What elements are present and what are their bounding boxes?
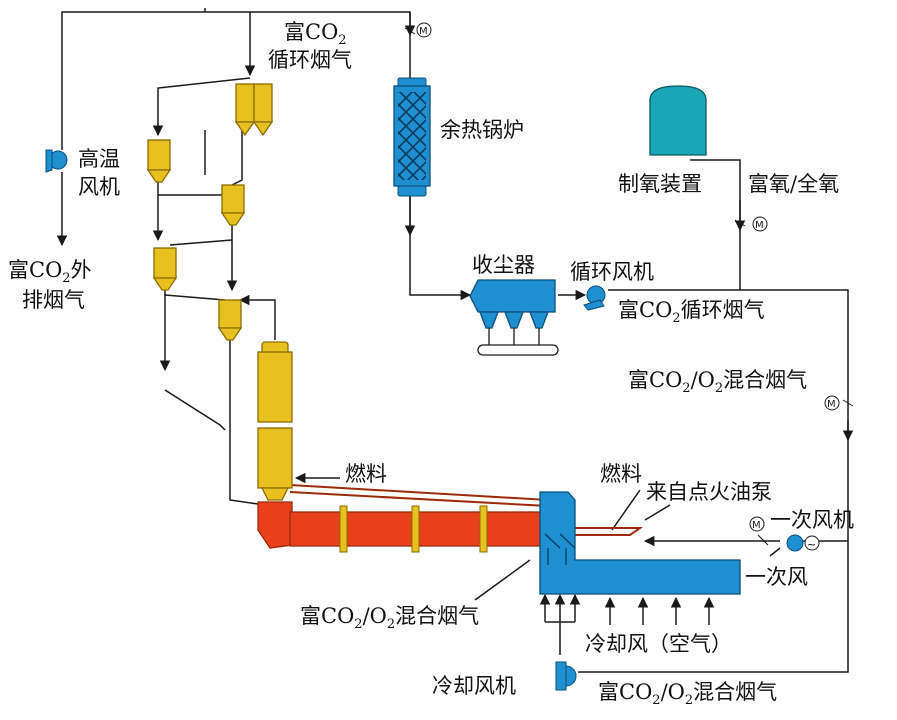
label-fuel-kiln: 燃料: [600, 462, 642, 486]
label-ignition-pump: 来自点火油泵: [646, 480, 772, 504]
kiln-tyre-1: [339, 505, 348, 553]
label-cooling-fan: 冷却风机: [432, 674, 516, 698]
cyclone-c5: [217, 299, 243, 341]
right-recycle-loop: [578, 289, 849, 673]
svg-text:~: ~: [807, 538, 816, 551]
label-oxygen-plant: 制氧装置: [618, 172, 702, 196]
cyclone-c1: [234, 83, 274, 137]
svg-text:M: M: [755, 220, 764, 231]
label-recycle-fan: 循环风机: [570, 260, 654, 284]
cyclone-c4: [152, 247, 178, 291]
fan-icon: [555, 661, 577, 691]
motor-icon: M: [824, 395, 854, 411]
calciner: [257, 341, 293, 501]
cyclone-c3: [220, 184, 246, 226]
label-fuel-calciner: 燃料: [345, 462, 387, 486]
boiler-to-dust-arrow: [409, 195, 472, 301]
label-dust-collector: 收尘器: [472, 253, 535, 277]
label-waste-heat-boiler: 余热锅炉: [440, 118, 524, 142]
rotary-kiln: [257, 501, 543, 553]
label-hot-fan: 高温风机: [78, 147, 120, 199]
motor-icon: M: [404, 22, 432, 38]
top-recycle-line: [61, 11, 411, 150]
kiln-inlet-chamber: [257, 501, 293, 549]
label-mixed-flue-right: 富CO2/O2混合烟气: [628, 368, 808, 397]
motor-icon: M: [734, 216, 768, 232]
fan-icon: [583, 285, 606, 311]
mixed-flue-leader: [474, 559, 531, 601]
svg-text:M: M: [827, 399, 836, 410]
cyclone-c2: [146, 139, 172, 183]
oxygen-line: [690, 159, 741, 290]
fuel-lines: [289, 484, 644, 536]
svg-text:M: M: [752, 520, 761, 531]
calciner-fuel-pipe: [289, 484, 549, 501]
fan-icon: [45, 149, 68, 173]
label-cooling-air: 冷却风（空气）: [585, 632, 732, 656]
label-rich-exhaust-2: 排烟气: [22, 288, 85, 312]
svg-text:M: M: [419, 26, 428, 37]
kiln-tyre-3: [479, 505, 488, 553]
label-rich-recycle-mid: 富CO2循环烟气: [618, 298, 765, 327]
motor-icon: M: [749, 516, 769, 546]
flow-lines: [56, 8, 854, 673]
kiln-tyre-2: [411, 505, 420, 553]
label-primary-air: 一次风: [745, 565, 808, 589]
label-mixed-flue-cooler: 富CO2/O2混合烟气: [300, 604, 480, 633]
preheater-tower: [146, 83, 293, 501]
label-mixed-flue-bottom: 富CO2/O2混合烟气: [598, 680, 778, 709]
clinker-cooler: [539, 491, 741, 595]
dust-collector: [469, 279, 559, 356]
waste-heat-boiler: [393, 77, 431, 197]
label-rich-oxygen: 富氧/全氧: [748, 172, 840, 196]
label-rich-recycle-top-1: 富CO2: [284, 20, 347, 49]
fuel-kiln-leader: [611, 489, 641, 531]
label-rich-exhaust-1: 富CO2外: [8, 258, 92, 287]
label-primary-fan: 一次风机: [770, 508, 854, 532]
fan-icon: ~: [786, 534, 820, 552]
oxygen-tank: [649, 85, 707, 156]
label-rich-recycle-top-2: 循环烟气: [268, 48, 352, 72]
